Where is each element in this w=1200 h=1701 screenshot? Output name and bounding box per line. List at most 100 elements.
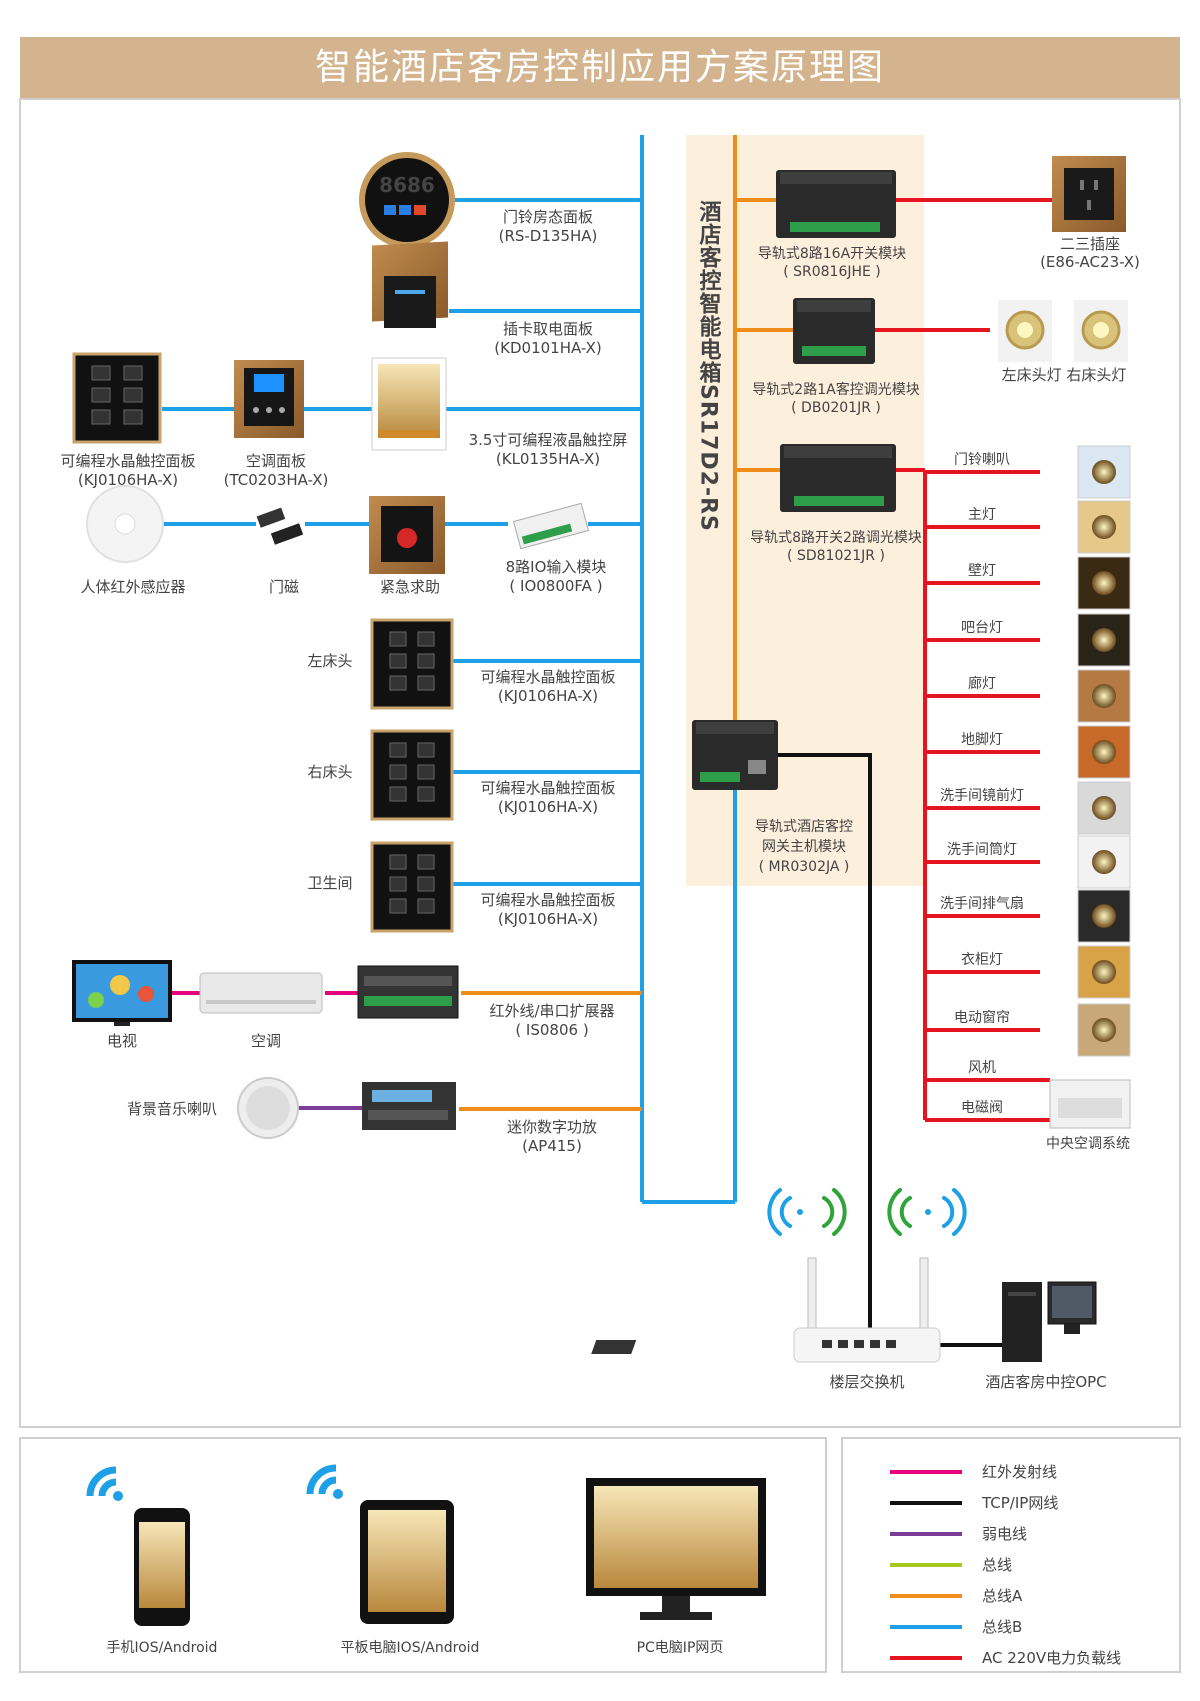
load-icons bbox=[1077, 445, 1131, 1057]
amplifier-device bbox=[362, 1082, 456, 1130]
sd8-module-device bbox=[780, 444, 896, 512]
phone-device bbox=[86, 1466, 190, 1626]
aircon-device bbox=[199, 972, 323, 1014]
io-module-device bbox=[512, 502, 590, 550]
socket-model: (E86-AC23-X) bbox=[1040, 253, 1140, 271]
load-label-10: 电动窗帘 bbox=[954, 1009, 1010, 1026]
crystal-panel-device bbox=[72, 352, 162, 444]
amplifier-label: 迷你数字功放 bbox=[507, 1118, 597, 1136]
load-icon-3 bbox=[1077, 613, 1131, 667]
wifi-right-icon bbox=[887, 1188, 967, 1236]
floor-switch-device bbox=[793, 1257, 941, 1363]
switch8-module-device bbox=[776, 170, 896, 238]
bed-lamps-device bbox=[998, 300, 1128, 362]
legend-label-6: AC 220V电力负载线 bbox=[982, 1649, 1121, 1667]
opc-computer-label: 酒店客房中控OPC bbox=[985, 1373, 1106, 1391]
power-lines bbox=[875, 198, 1052, 1120]
ac-panel-device bbox=[234, 360, 304, 438]
load-label-3: 吧台灯 bbox=[961, 620, 1003, 636]
sd8-module-model: ( SD81021JR ) bbox=[787, 548, 885, 564]
left-bed-panel-name: 可编程水晶触控面板 bbox=[480, 668, 615, 686]
bathroom-panel-name: 可编程水晶触控面板 bbox=[480, 891, 615, 909]
bathroom-panel-device bbox=[370, 841, 454, 933]
load-icon-2 bbox=[1077, 556, 1131, 610]
gateway-module-label: 导轨式酒店客控 bbox=[755, 818, 853, 835]
lcd-screen-device bbox=[371, 357, 447, 451]
load-label-2: 壁灯 bbox=[968, 563, 996, 579]
card-panel-label: 插卡取电面板 bbox=[503, 320, 593, 338]
clients-frame bbox=[19, 1437, 827, 1673]
controller-label: 酒店客控智能电箱SR17D2-RS bbox=[696, 200, 722, 532]
switch8-module-model: ( SR0816JHE ) bbox=[783, 264, 881, 280]
emergency-button-device bbox=[369, 496, 445, 574]
switch8-module-label: 导轨式8路16A开关模块 bbox=[758, 246, 906, 262]
central-ac-label: 中央空调系统 bbox=[1046, 1136, 1130, 1152]
legend-label-2: 弱电线 bbox=[982, 1525, 1027, 1543]
load-labels: 门铃喇叭主灯壁灯吧台灯廊灯地脚灯洗手间镜前灯洗手间筒灯洗手间排气扇衣柜灯电动窗帘… bbox=[940, 452, 1024, 1116]
load-label-6: 洗手间镜前灯 bbox=[940, 787, 1024, 804]
pir-sensor-label: 人体红外感应器 bbox=[80, 578, 185, 596]
tcp-lines bbox=[775, 753, 1002, 1347]
bg-speaker-label: 背景音乐喇叭 bbox=[127, 1100, 217, 1118]
left-bed-panel-model: (KJ0106HA-X) bbox=[498, 687, 598, 705]
load-label-0: 门铃喇叭 bbox=[954, 452, 1010, 468]
legend-label-5: 总线B bbox=[982, 1618, 1022, 1636]
socket-label: 二三插座 bbox=[1060, 235, 1120, 253]
ir-expander-model: ( IS0806 ) bbox=[515, 1021, 588, 1039]
crystal-panel-label: 可编程水晶触控面板 bbox=[60, 452, 195, 470]
right-bed-panel-device bbox=[370, 729, 454, 821]
legend-label-4: 总线A bbox=[982, 1587, 1023, 1605]
socket-device bbox=[1052, 156, 1126, 232]
io-module-label: 8路IO输入模块 bbox=[506, 558, 607, 576]
pc-monitor-device bbox=[586, 1478, 766, 1620]
load-icon-0 bbox=[1077, 445, 1131, 499]
right-bed-panel-name: 可编程水晶触控面板 bbox=[480, 779, 615, 797]
load-icon-4 bbox=[1077, 669, 1131, 723]
legend-label-1: TCP/IP网线 bbox=[981, 1494, 1058, 1512]
bg-speaker-device bbox=[237, 1077, 299, 1139]
dimmer2-module-label: 导轨式2路1A客控调光模块 bbox=[752, 381, 919, 398]
floor-switch-label: 楼层交换机 bbox=[829, 1373, 904, 1391]
gateway-module-model: ( MR0302JA ) bbox=[759, 859, 850, 875]
card-panel-model: (KD0101HA-X) bbox=[494, 339, 601, 357]
ac-panel-model: (TC0203HA-X) bbox=[224, 471, 329, 489]
load-label-12: 电磁阀 bbox=[961, 1100, 1003, 1116]
client-tablet-label: 平板电脑IOS/Android bbox=[341, 1640, 480, 1656]
page-title: 智能酒店客房控制应用方案原理图 bbox=[314, 47, 885, 88]
main-frame bbox=[19, 98, 1181, 1428]
io-module-model: ( IO0800FA ) bbox=[509, 577, 602, 595]
doorbell-panel-label: 门铃房态面板 bbox=[503, 208, 593, 226]
legend-frame bbox=[841, 1437, 1181, 1673]
bus-b-lines bbox=[162, 135, 737, 1204]
tablet-device bbox=[306, 1464, 454, 1624]
sd8-module-label: 导轨式8路开关2路调光模块 bbox=[750, 530, 922, 546]
doorbell-display-text: 8686 bbox=[379, 173, 435, 197]
door-sensor-label: 门磁 bbox=[269, 578, 299, 596]
load-label-1: 主灯 bbox=[968, 507, 996, 523]
load-icon-9 bbox=[1077, 945, 1131, 999]
lcd-screen-model: (KL0135HA-X) bbox=[496, 450, 600, 468]
ir-expander-device bbox=[357, 965, 459, 1019]
dimmer2-module-device bbox=[793, 298, 875, 364]
legend-label-3: 总线 bbox=[982, 1556, 1012, 1574]
load-icon-10 bbox=[1077, 1003, 1131, 1057]
gateway-module-label2: 网关主机模块 bbox=[762, 839, 846, 855]
emergency-label: 紧急求助 bbox=[380, 578, 440, 596]
bus-a-lines bbox=[459, 135, 793, 1111]
gateway-module-device bbox=[692, 720, 778, 790]
tv-device bbox=[72, 960, 172, 1026]
doorbell-panel-device: 8686 bbox=[359, 152, 455, 248]
load-icon-7 bbox=[1077, 835, 1131, 889]
legend-label-0: 红外发射线 bbox=[982, 1463, 1057, 1481]
crystal-panel-model: (KJ0106HA-X) bbox=[78, 471, 178, 489]
dimmer2-module-model: ( DB0201JR ) bbox=[791, 400, 881, 416]
right-bed-label: 右床头 bbox=[307, 763, 352, 781]
door-sensor-device bbox=[256, 507, 304, 545]
wifi-left-icon bbox=[767, 1188, 847, 1236]
amplifier-model: (AP415) bbox=[522, 1137, 582, 1155]
bed-lamps-label: 左床头灯 右床头灯 bbox=[1002, 366, 1127, 384]
client-pc-label: PC电脑IP网页 bbox=[637, 1640, 724, 1656]
left-bed-panel-device bbox=[370, 618, 454, 710]
